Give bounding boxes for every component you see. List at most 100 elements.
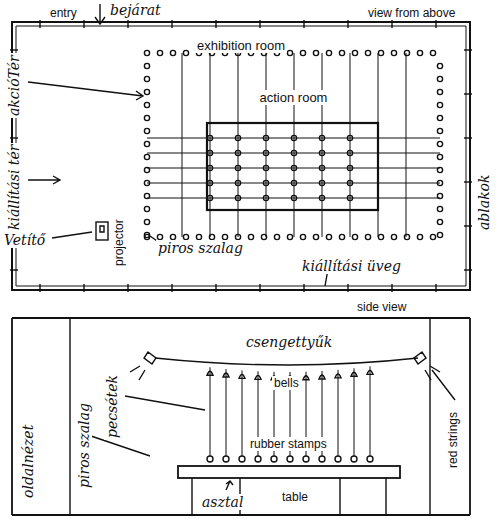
border-dot <box>144 219 149 224</box>
stamp-dot <box>263 150 268 155</box>
entry-arrow <box>95 4 105 24</box>
stamp-dot <box>319 165 324 170</box>
border-dot <box>313 234 318 239</box>
border-dot <box>437 76 442 81</box>
bell <box>319 375 325 379</box>
bell <box>239 374 245 378</box>
window-tick <box>303 20 304 28</box>
table-top <box>178 466 400 478</box>
stamp-dot <box>291 180 296 185</box>
bell-string <box>155 358 418 365</box>
vertical-note: akcióTér <box>6 53 22 118</box>
table-leg <box>192 478 386 515</box>
border-dot <box>378 50 383 55</box>
red-string <box>338 370 339 456</box>
border-dot <box>183 234 188 239</box>
red-string <box>226 369 227 456</box>
stamp-dot <box>347 195 352 200</box>
stamp-dot <box>347 165 352 170</box>
handwritten-note: csengettyűk <box>244 334 334 350</box>
rubber-stamp <box>255 456 261 462</box>
border-dot <box>437 219 442 224</box>
bell <box>207 371 213 375</box>
border-dot <box>248 234 253 239</box>
printed-label: side view <box>355 300 408 314</box>
red-string <box>406 53 407 237</box>
border-dot <box>430 234 435 239</box>
window-tick <box>83 284 84 292</box>
red-string <box>147 198 440 199</box>
border-dot <box>235 234 240 239</box>
border-dot <box>404 50 409 55</box>
stamp-dot <box>319 180 324 185</box>
border-dot <box>352 234 357 239</box>
red-string <box>378 53 379 237</box>
window-tick <box>259 284 260 292</box>
red-string <box>238 53 239 237</box>
window-tick <box>347 20 348 28</box>
border-dot <box>391 234 396 239</box>
stamp-dot <box>207 150 212 155</box>
window-tick <box>39 20 40 28</box>
border-dot <box>170 50 175 55</box>
border-dot <box>339 50 344 55</box>
stamp-dot <box>235 195 240 200</box>
border-dot <box>437 193 442 198</box>
bell <box>351 372 357 376</box>
border-dot <box>378 234 383 239</box>
leader-arrow <box>226 481 233 490</box>
border-dot <box>144 115 149 120</box>
stamp-dot <box>235 150 240 155</box>
border-dot <box>144 154 149 159</box>
window-tick <box>435 20 436 28</box>
border-dot <box>313 50 318 55</box>
handwritten-note: piros szalag <box>156 240 245 256</box>
border-dot <box>326 234 331 239</box>
printed-label: view from above <box>366 6 457 20</box>
red-string <box>370 366 371 456</box>
stamp-dot <box>235 165 240 170</box>
printed-label: entry <box>48 6 79 20</box>
window-tick <box>303 284 304 292</box>
red-string <box>322 53 323 237</box>
border-dot <box>157 50 162 55</box>
border-dot <box>339 234 344 239</box>
border-dot <box>144 102 149 107</box>
border-dot <box>274 234 279 239</box>
leader-line <box>88 370 455 456</box>
border-dot <box>437 167 442 172</box>
border-dot <box>417 50 422 55</box>
border-dot <box>437 89 442 94</box>
vertical-note: ablakok <box>476 172 492 232</box>
red-string <box>147 153 440 154</box>
window-tick <box>10 269 18 270</box>
printed-label: table <box>280 490 310 504</box>
bell <box>255 375 261 379</box>
leader-line <box>52 232 92 238</box>
red-string <box>266 53 267 237</box>
rubber-stamp <box>319 456 325 462</box>
border-dot <box>437 128 442 133</box>
bell <box>335 374 341 378</box>
border-dot <box>437 154 442 159</box>
red-string <box>354 368 355 456</box>
stamp-dot <box>263 195 268 200</box>
vertical-note: projector <box>112 217 126 268</box>
border-dot <box>365 50 370 55</box>
window-tick <box>215 20 216 28</box>
red-string <box>210 367 211 456</box>
printed-label: rubber stamps <box>248 437 329 451</box>
window-tick <box>464 269 472 270</box>
border-dot <box>261 234 266 239</box>
red-string <box>242 370 243 456</box>
border-dot <box>287 50 292 55</box>
projector-symbol <box>96 222 108 240</box>
stamp-dot <box>291 150 296 155</box>
border-dot <box>196 234 201 239</box>
stamp-dot <box>347 180 352 185</box>
window-tick <box>464 137 472 138</box>
window-tick <box>10 137 18 138</box>
stamp-dot <box>319 150 324 155</box>
window-tick <box>391 20 392 28</box>
border-dot <box>144 232 149 237</box>
